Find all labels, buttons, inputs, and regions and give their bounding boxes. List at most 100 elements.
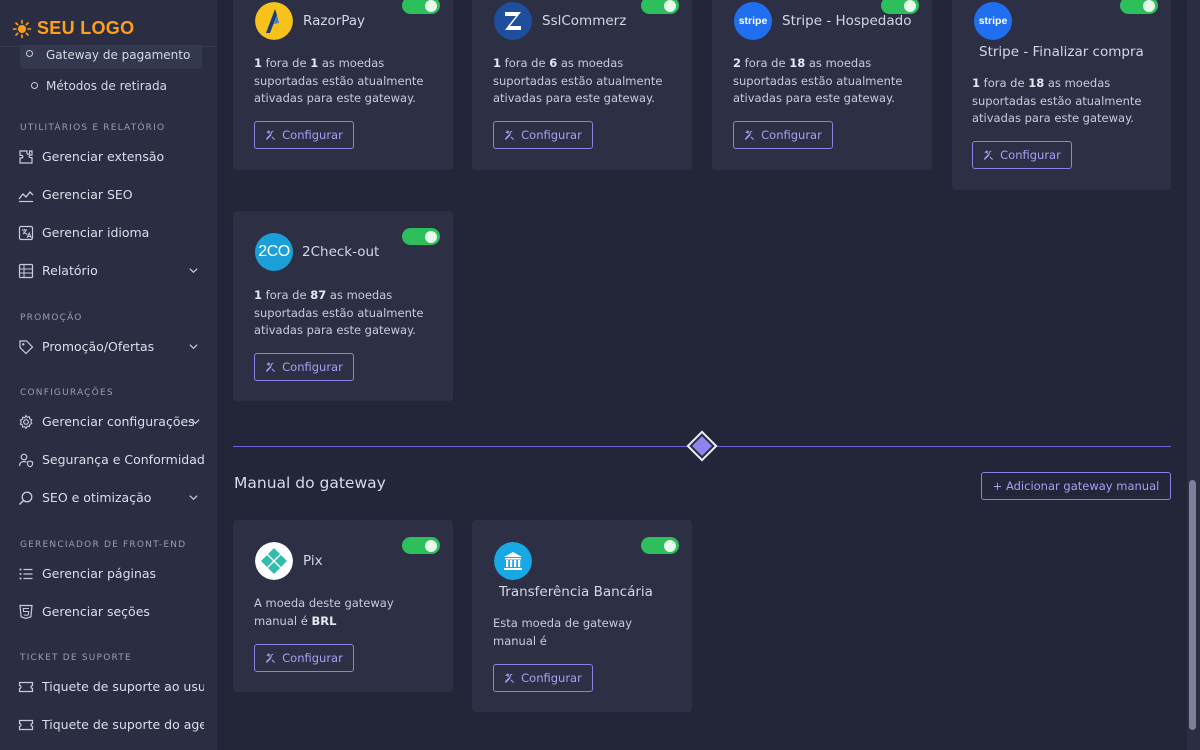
configure-button[interactable]: Configurar <box>972 141 1072 169</box>
gateway-name: RazorPay <box>303 13 366 29</box>
gateway-toggle[interactable] <box>1120 0 1158 14</box>
gateway-description: 2 fora de 18 as moedas suportadas estão … <box>733 56 903 105</box>
configure-button-label: Configurar <box>761 128 822 142</box>
stripe-icon: stripe <box>734 2 772 40</box>
gateway-toggle[interactable] <box>402 537 440 554</box>
sidebar-item-report[interactable]: Relatório <box>0 254 217 288</box>
sidebar-item-label: Gerenciar configurações <box>42 414 195 429</box>
gateway-toggle[interactable] <box>641 0 679 14</box>
gateway-card-stripe-hosted: stripe Stripe - Hospedado 2 fora de 18 a… <box>712 0 932 170</box>
sidebar-item-label: Promoção/Ofertas <box>42 339 155 354</box>
tools-icon <box>745 129 755 140</box>
chevron-down-icon <box>189 344 198 350</box>
configure-button[interactable]: Configurar <box>493 664 593 692</box>
sidebar-item-manage-sections[interactable]: Gerenciar seções <box>0 595 217 629</box>
gateway-description: Esta moeda de gateway manual é <box>493 616 633 648</box>
sslcommerz-icon <box>494 2 532 40</box>
section-label-utilities: UTILITÁRIOS E RELATÓRIO <box>20 123 166 133</box>
logo-divider <box>0 46 217 47</box>
ticket-icon <box>18 719 34 731</box>
gateway-name: Stripe - Finalizar compra <box>979 44 1144 60</box>
tools-icon <box>266 129 276 140</box>
sidebar-item-label: Gerenciar SEO <box>42 187 133 202</box>
manual-gateway-card-pix: Pix A moeda deste gateway manual é BRL C… <box>233 520 453 692</box>
gateway-name: Pix <box>303 553 323 569</box>
gateway-description: 1 fora de 87 as moedas suportadas estão … <box>254 288 424 337</box>
bank-icon <box>494 542 532 580</box>
html-icon <box>19 604 33 620</box>
chevron-down-icon <box>189 495 198 501</box>
tools-icon <box>505 672 515 683</box>
logo[interactable]: SEU LOGO <box>12 18 134 39</box>
tools-icon <box>266 361 276 372</box>
gateway-name: 2Check-out <box>302 244 380 260</box>
section-label-promotion: PROMOÇÃO <box>20 313 83 323</box>
sidebar-item-manage-language[interactable]: Gerenciar idioma <box>0 216 217 250</box>
configure-button[interactable]: Configurar <box>254 644 354 672</box>
sidebar-item-label: Relatório <box>42 263 98 278</box>
configure-button[interactable]: Configurar <box>254 353 354 381</box>
user-shield-icon <box>18 453 34 468</box>
sidebar-item-seo-optimization[interactable]: SEO e otimização <box>0 481 217 515</box>
chart-icon <box>18 191 34 203</box>
gear-icon <box>19 414 33 430</box>
2checkout-icon: 2CO <box>255 233 293 271</box>
gateway-description: 1 fora de 18 as moedas suportadas estão … <box>972 76 1142 125</box>
configure-button[interactable]: Configurar <box>254 121 354 149</box>
scrollbar-thumb[interactable] <box>1189 480 1196 730</box>
tools-icon <box>984 149 994 160</box>
sidebar-item-label: Gerenciar seções <box>42 604 150 619</box>
section-label-frontend: GERENCIADOR DE FRONT-END <box>20 540 187 550</box>
gateway-description: A moeda deste gateway manual é BRL <box>254 596 394 628</box>
sidebar: Gateway de pagamento SEU LOGO Métodos de… <box>0 0 217 750</box>
gateway-toggle[interactable] <box>402 228 440 245</box>
configure-button-label: Configurar <box>282 651 343 665</box>
gateway-card-sslcommerz: SslCommerz 1 fora de 6 as moedas suporta… <box>472 0 692 170</box>
diamond-icon <box>686 430 718 462</box>
sidebar-item-user-ticket[interactable]: Tiquete de suporte ao usuário <box>0 670 217 704</box>
chevron-down-icon <box>189 268 198 274</box>
puzzle-icon <box>19 150 33 164</box>
pix-icon <box>255 542 293 580</box>
sidebar-item-manage-seo[interactable]: Gerenciar SEO <box>0 178 217 212</box>
gateway-toggle[interactable] <box>881 0 919 14</box>
razorpay-icon <box>255 2 293 40</box>
chevron-down-icon <box>191 419 200 425</box>
gateway-toggle[interactable] <box>641 537 679 554</box>
sidebar-item-promotions[interactable]: Promoção/Ofertas <box>0 330 217 364</box>
stripe-icon: stripe <box>974 2 1012 40</box>
sidebar-item-label: Segurança e Conformidade <box>42 452 204 467</box>
gateway-card-stripe-checkout: stripe Stripe - Finalizar compra 1 fora … <box>952 0 1171 190</box>
gateway-toggle[interactable] <box>402 0 440 14</box>
sidebar-item-security[interactable]: Segurança e Conformidade <box>0 443 217 477</box>
gateway-card-2checkout: 2CO 2Check-out 1 fora de 87 as moedas su… <box>233 211 453 401</box>
configure-button-label: Configurar <box>1000 148 1061 162</box>
sidebar-item-manage-pages[interactable]: Gerenciar páginas <box>0 557 217 591</box>
sidebar-item-manage-extension[interactable]: Gerenciar extensão <box>0 140 217 174</box>
section-label-settings: CONFIGURAÇÕES <box>20 388 114 398</box>
sidebar-item-label: SEO e otimização <box>42 490 152 505</box>
sun-logo-icon <box>12 19 32 38</box>
configure-button[interactable]: Configurar <box>733 121 833 149</box>
tools-icon <box>266 652 276 663</box>
logo-text: SEU LOGO <box>37 18 135 38</box>
manual-section-title: Manual do gateway <box>234 474 386 492</box>
tools-icon <box>505 129 515 140</box>
sidebar-item-agent-ticket[interactable]: Tiquete de suporte do agente <box>0 708 217 742</box>
gateway-card-razorpay: RazorPay 1 fora de 1 as moedas suportada… <box>233 0 453 170</box>
configure-button-label: Configurar <box>282 360 343 374</box>
add-manual-gateway-button[interactable]: + Adicionar gateway manual <box>981 472 1171 500</box>
configure-button[interactable]: Configurar <box>493 121 593 149</box>
gateway-name: Transferência Bancária <box>499 584 653 600</box>
configure-button-label: Configurar <box>282 128 343 142</box>
manual-gateway-card-bank-transfer: Transferência Bancária Esta moeda de gat… <box>472 520 692 712</box>
ticket-icon <box>18 681 34 693</box>
gateway-name: Stripe - Hospedado <box>782 13 912 29</box>
sidebar-item-manage-settings[interactable]: Gerenciar configurações <box>0 405 217 439</box>
grid-icon <box>18 263 34 279</box>
tag-icon <box>19 340 34 355</box>
sidebar-sub-item-withdraw-methods[interactable]: Métodos de retirada <box>46 79 167 93</box>
sidebar-item-label: Gerenciar idioma <box>42 225 150 240</box>
gateway-description: 1 fora de 6 as moedas suportadas estão a… <box>493 56 663 105</box>
bullet-icon <box>26 50 33 57</box>
